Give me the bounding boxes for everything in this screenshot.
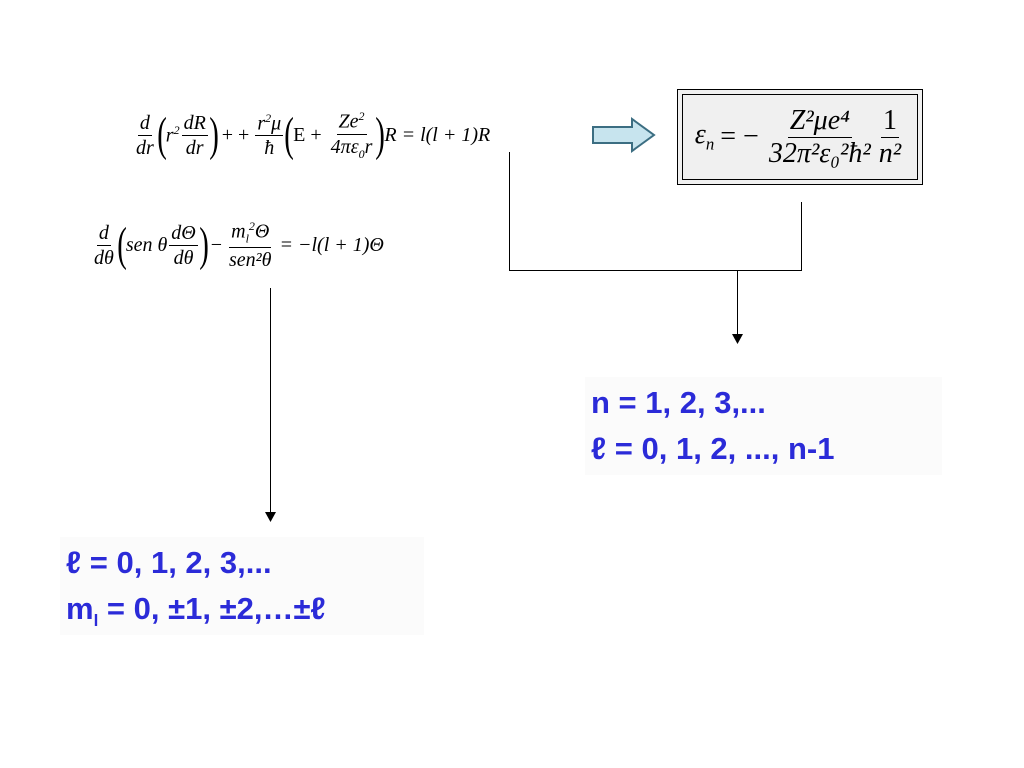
plus-plus: + + — [221, 123, 250, 146]
one-over-n2-fraction: 1 n² — [878, 104, 902, 169]
arrowhead-angular-icon — [265, 512, 276, 522]
sen-theta: sen θ — [125, 233, 168, 256]
radial-rhs: R = l(l + 1)R — [384, 123, 491, 146]
r2mu-hbar-fraction: r2μ ħ — [255, 110, 284, 160]
right-paren: ) — [208, 108, 219, 161]
right-paren-3: ) — [198, 218, 209, 271]
angular-rhs: = −l(l + 1)Θ — [279, 233, 384, 256]
energy-formula: εn = − Z²μe⁴ 32π²ε₀²ħ² 1 n² — [694, 104, 902, 169]
energy-main-fraction: Z²μe⁴ 32π²ε₀²ħ² — [768, 104, 871, 169]
orbital-quantum-number: ℓ = 0, 1, 2, 3,... — [66, 545, 272, 580]
left-paren-2: ( — [284, 108, 294, 161]
orbital-quantum-number-range: ℓ = 0, 1, 2, ..., n-1 — [591, 431, 835, 466]
magnetic-quantum-number-range: ml = 0, ±1, ±2,…±ℓ — [66, 591, 326, 631]
r-squared: r2 — [165, 122, 180, 147]
dR-dr-fraction: dR dr — [181, 111, 208, 159]
connector-box-down — [801, 202, 802, 271]
plus-sign: + — [310, 123, 322, 146]
right-paren-2: ) — [375, 108, 386, 161]
angular-quantum-numbers: ℓ = 0, 1, 2, 3,... ml = 0, ±1, ±2,…±ℓ — [60, 537, 424, 635]
coulomb-fraction: Ze2 4πε0r — [330, 109, 373, 161]
connector-horizontal — [509, 270, 802, 271]
angular-equation: d dθ ( sen θ dΘ dθ ) − ml2Θ sen²θ = −l(l… — [94, 218, 384, 271]
connector-angular-down — [270, 288, 271, 514]
left-paren-3: ( — [117, 218, 127, 271]
connector-to-results — [737, 270, 738, 336]
d-dr-fraction: d dr — [136, 111, 154, 159]
energy-formula-box: εn = − Z²μe⁴ 32π²ε₀²ħ² 1 n² — [677, 89, 923, 185]
dTheta-dtheta-fraction: dΘ dθ — [169, 221, 198, 269]
left-paren: ( — [156, 108, 167, 161]
radial-equation: d dr ( r2 dR dr ) + + r2μ ħ ( E + Ze2 4π… — [132, 104, 490, 166]
right-arrow-icon — [592, 117, 656, 153]
connector-radial-down — [509, 152, 510, 270]
radial-quantum-numbers: n = 1, 2, 3,... ℓ = 0, 1, 2, ..., n-1 — [585, 377, 942, 475]
energy-symbol: E — [293, 123, 306, 146]
ml2-fraction: ml2Θ sen²θ — [229, 219, 272, 271]
d-dtheta-fraction: d dθ — [94, 221, 114, 269]
principal-quantum-number: n = 1, 2, 3,... — [591, 385, 766, 420]
arrowhead-radial-icon — [732, 334, 743, 344]
